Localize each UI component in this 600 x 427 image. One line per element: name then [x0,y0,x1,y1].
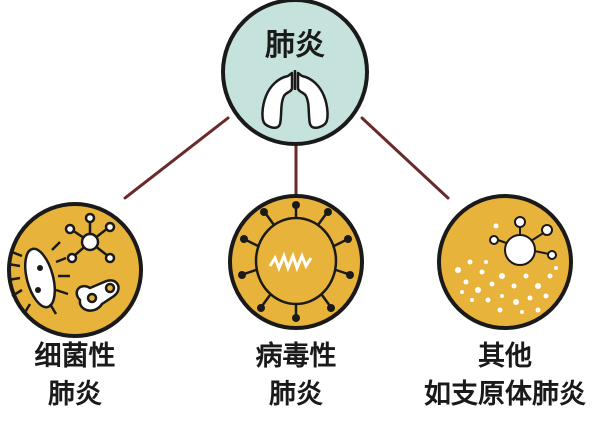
label-bacterial: 细菌性 肺炎 [0,338,150,414]
branch-bacterial [7,202,143,338]
label-viral: 病毒性 肺炎 [221,338,371,414]
connectors [123,116,450,200]
branch-other [437,194,573,330]
label-other: 其他 如支原体肺炎 [410,338,600,414]
virus-icon [238,201,354,322]
branch-viral [228,194,364,330]
mycoplasma-icon [455,216,558,314]
label-viral-line2: 肺炎 [269,379,323,410]
label-bacterial-line2: 肺炎 [48,379,102,410]
label-viral-line1: 病毒性 [255,341,337,372]
lungs-icon [261,70,329,129]
root-title: 肺炎 [265,28,325,63]
label-bacterial-line1: 细菌性 [34,341,116,372]
bacteria-icon [7,212,120,315]
root-node: 肺炎 [221,0,369,146]
label-other-line2: 如支原体肺炎 [424,379,586,410]
connector-other [360,116,450,200]
label-other-line1: 其他 [478,341,532,372]
connector-bacterial [123,116,230,200]
